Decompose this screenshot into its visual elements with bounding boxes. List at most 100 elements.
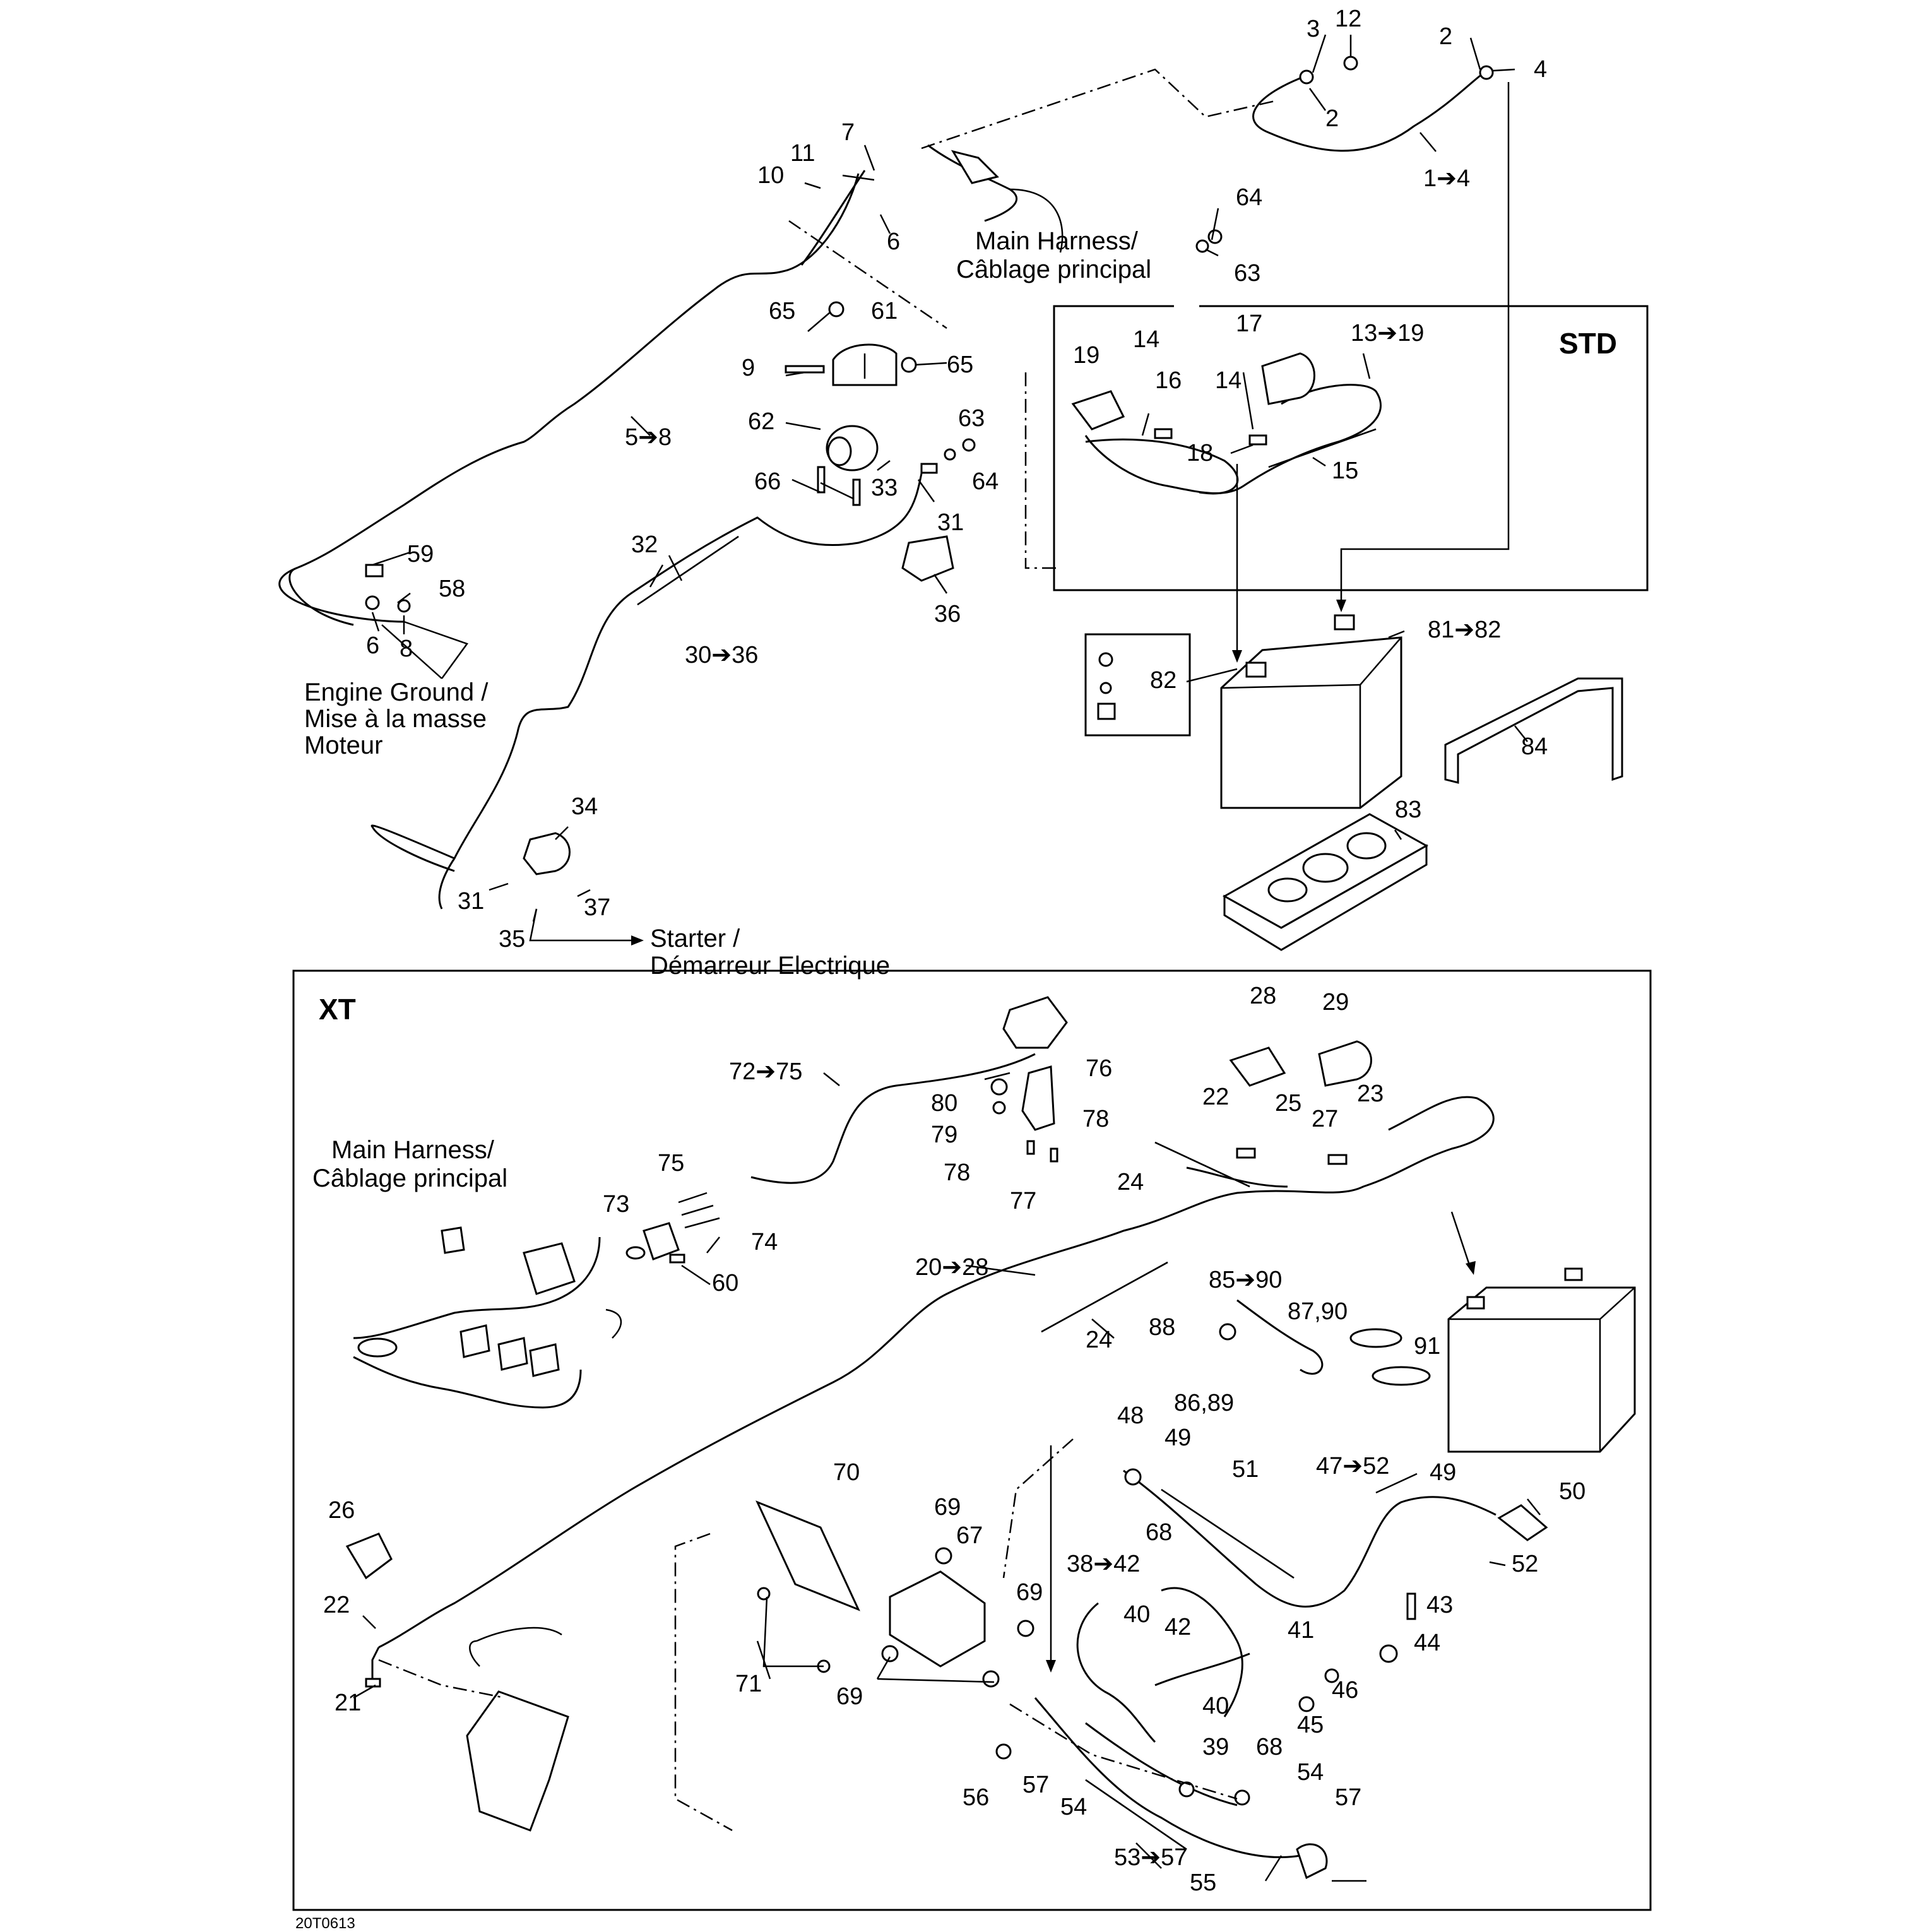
callout: 22 xyxy=(1202,1084,1229,1110)
connector-lock xyxy=(669,1253,685,1264)
callout: 70 xyxy=(833,1459,860,1486)
protective-boot xyxy=(1261,352,1315,405)
callout: 56 xyxy=(963,1784,989,1811)
callout: 73 xyxy=(603,1191,629,1218)
callout: 16 xyxy=(1155,367,1182,394)
washer xyxy=(944,448,956,461)
nut xyxy=(1234,1789,1250,1806)
callout: 50 xyxy=(1559,1478,1585,1505)
callout: 74 xyxy=(751,1229,778,1255)
main-harness-label: Main Harness/ xyxy=(975,227,1139,255)
relay-cable xyxy=(750,1053,1036,1184)
callout: 64 xyxy=(1236,184,1262,211)
pin xyxy=(681,1204,714,1216)
callout: 35 xyxy=(499,926,525,952)
nut xyxy=(995,1743,1012,1760)
cable-lug xyxy=(365,1678,381,1688)
starter-cable-loop xyxy=(370,824,455,872)
cable xyxy=(1154,1652,1250,1686)
callout: 6 xyxy=(887,228,900,255)
ground-nut xyxy=(365,595,380,610)
protective-boot xyxy=(523,832,571,875)
positive-cable-std xyxy=(1084,384,1382,495)
reference-line xyxy=(1009,1703,1238,1800)
callout: 84 xyxy=(1521,733,1548,760)
callout: 13➔19 xyxy=(1351,320,1424,347)
protective-boot xyxy=(1318,1040,1372,1087)
callout: 33 xyxy=(871,475,898,501)
callout: 6 xyxy=(366,632,379,659)
callout: 19 xyxy=(1073,342,1099,369)
callout: 3 xyxy=(1307,16,1320,42)
callout: 68 xyxy=(1146,1519,1172,1546)
callout: 15 xyxy=(1332,458,1358,484)
callout: 43 xyxy=(1426,1592,1453,1618)
leader-line xyxy=(381,624,442,679)
hardware-kit-box xyxy=(1084,633,1191,737)
module xyxy=(523,1242,576,1295)
callout: 34 xyxy=(571,793,598,820)
callout: 4 xyxy=(1534,56,1547,83)
callout: 58 xyxy=(439,576,465,602)
connector xyxy=(529,1343,560,1377)
bolt xyxy=(1406,1592,1416,1620)
callout: 14 xyxy=(1215,367,1242,394)
washer xyxy=(992,1101,1006,1115)
main-harness-label: Câblage principal xyxy=(956,256,1151,283)
screw xyxy=(1050,1147,1058,1163)
protective-boot xyxy=(1497,1504,1548,1541)
callout: 79 xyxy=(931,1122,957,1148)
arrow-head xyxy=(631,935,644,945)
cable-tie xyxy=(1372,1366,1431,1386)
bolt xyxy=(1017,1620,1034,1637)
std-frame xyxy=(1053,305,1649,591)
callout: 55 xyxy=(1190,1870,1216,1896)
cable-terminal xyxy=(1299,69,1314,85)
ground-strap xyxy=(1236,1299,1324,1375)
callout: 45 xyxy=(1297,1712,1324,1738)
figure-code: 20T0613 xyxy=(295,1915,355,1932)
callout: 28 xyxy=(1250,983,1276,1009)
bolt xyxy=(982,1670,1000,1688)
solenoid-bracket xyxy=(756,1500,860,1611)
callout: 81➔82 xyxy=(1428,617,1501,643)
pin xyxy=(678,1192,708,1204)
nut xyxy=(828,301,845,317)
bolt xyxy=(935,1547,952,1565)
callout: 11 xyxy=(790,140,815,167)
callout: 31 xyxy=(458,888,484,915)
main-harness-label: Câblage principal xyxy=(312,1165,507,1192)
harness-connector xyxy=(951,150,999,184)
connector xyxy=(459,1324,490,1358)
callout: 5➔8 xyxy=(625,424,672,451)
callout: 39 xyxy=(1202,1734,1229,1760)
callout: 49 xyxy=(1165,1425,1191,1451)
main-harness-label: Main Harness/ xyxy=(331,1136,495,1164)
protective-boot xyxy=(1296,1843,1328,1880)
xt-callouts: 28 29 72➔75 76 80 79 78 78 77 22 25 23 2… xyxy=(323,983,1585,1896)
callout: 17 xyxy=(1236,311,1262,337)
callout: 65 xyxy=(947,352,973,378)
callout: 69 xyxy=(836,1683,863,1710)
washer xyxy=(1324,1668,1339,1683)
solenoid-cap xyxy=(827,436,852,466)
callout: 48 xyxy=(1117,1402,1144,1429)
callout: 36 xyxy=(934,601,961,627)
relay-bracket xyxy=(1021,1065,1055,1131)
cable xyxy=(1085,1722,1238,1806)
cable-loop xyxy=(1076,1602,1156,1743)
nut xyxy=(1207,229,1223,244)
callout: 27 xyxy=(1312,1106,1338,1132)
callout: 67 xyxy=(956,1522,983,1549)
callout: 47➔52 xyxy=(1316,1453,1389,1479)
cable-lug xyxy=(1327,1154,1348,1165)
cable-lower xyxy=(1034,1697,1301,1858)
screw xyxy=(817,466,826,494)
starter-label: Starter / xyxy=(650,925,740,952)
ground-cable-end xyxy=(288,567,354,626)
leader-line xyxy=(403,620,468,679)
reference-line xyxy=(1002,1438,1074,1579)
callout: 68 xyxy=(1256,1734,1283,1760)
callout: 78 xyxy=(1082,1106,1109,1132)
reference-line xyxy=(378,1659,506,1699)
